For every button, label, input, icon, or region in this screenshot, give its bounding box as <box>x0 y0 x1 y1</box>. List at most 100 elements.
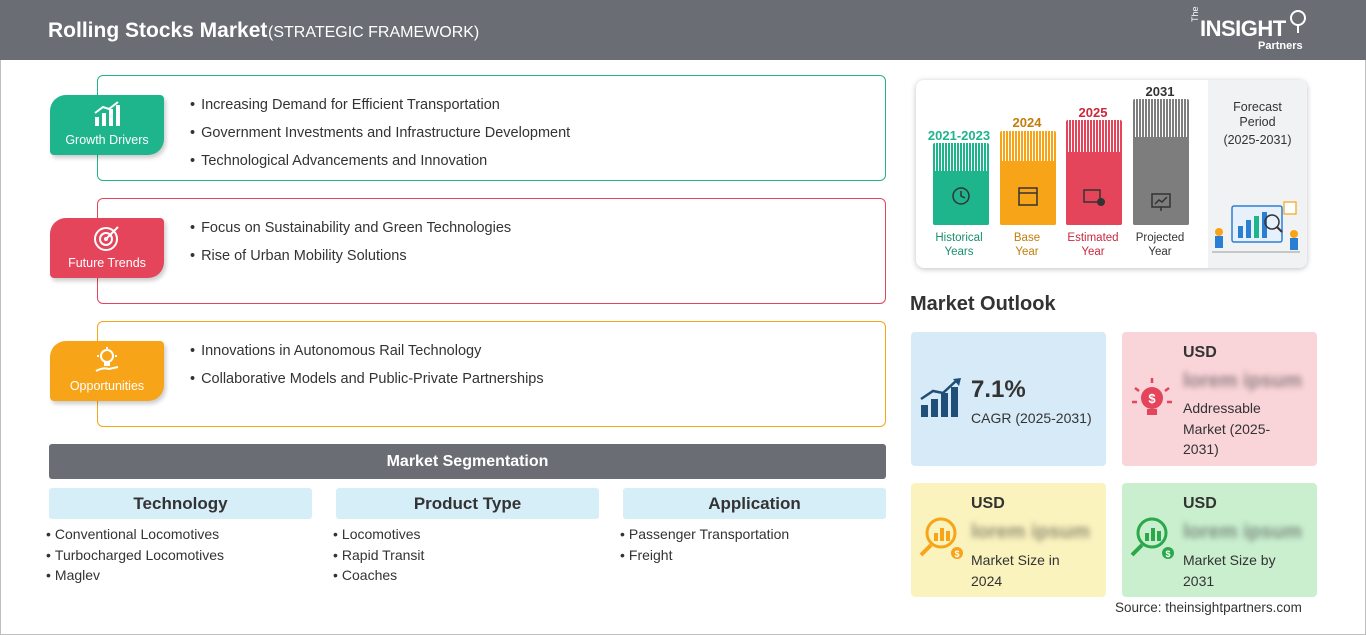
future-trends-badge: Future Trends <box>50 218 164 278</box>
addressable-label-line: Market (2025- <box>1183 420 1271 437</box>
lightbulb-hand-icon <box>95 347 119 372</box>
svg-text:$: $ <box>954 549 959 559</box>
period-caption-line: Estimated <box>1067 232 1119 244</box>
addressable-label: Addressable Market (2025- 2031) <box>1183 398 1270 460</box>
period-bar-base <box>1000 131 1056 225</box>
size-2031-currency: USD <box>1183 495 1217 512</box>
list-item: Freight <box>620 546 789 567</box>
addressable-market-card: $ USD lorem ipsum Addressable Market (20… <box>1122 332 1317 466</box>
logo-the-text: The <box>1190 6 1200 22</box>
forecast-title-line: Period <box>1239 115 1276 129</box>
cagr-label: CAGR (2025-2031) <box>971 410 1092 426</box>
list-item: Increasing Demand for Efficient Transpor… <box>190 96 570 124</box>
cagr-card: 7.1% CAGR (2025-2031) <box>911 332 1106 466</box>
segment-heading-product-type: Product Type <box>336 488 599 519</box>
market-size-2031-card: $ USD lorem ipsum Market Size by 2031 <box>1122 483 1317 597</box>
logo-partners-text: Partners <box>1258 40 1303 52</box>
insight-partners-logo[interactable]: The INSIGHT Partners <box>1188 6 1318 54</box>
segment-heading-technology: Technology <box>49 488 312 519</box>
list-item: Focus on Sustainability and Green Techno… <box>190 219 511 247</box>
list-item: Passenger Transportation <box>620 525 789 546</box>
period-caption-line: Year <box>1148 246 1172 258</box>
size-2031-label-line: 2031 <box>1183 572 1215 589</box>
segment-list-technology: Conventional Locomotives Turbocharged Lo… <box>46 525 224 587</box>
money-bulb-icon: $ <box>1132 378 1172 415</box>
cagr-value: 7.1% <box>971 376 1026 403</box>
opportunities-box: Innovations in Autonomous Rail Technolog… <box>97 321 886 427</box>
period-year-base: 2024 <box>1012 115 1042 130</box>
period-caption-line: Historical <box>935 232 983 244</box>
list-item: Rapid Transit <box>333 546 424 567</box>
future-trends-box: Focus on Sustainability and Green Techno… <box>97 198 886 304</box>
addressable-label-line: Addressable <box>1183 400 1261 416</box>
growth-drivers-label: Growth Drivers <box>65 133 149 147</box>
growth-drivers-box: Increasing Demand for Efficient Transpor… <box>97 75 886 181</box>
list-item: Innovations in Autonomous Rail Technolog… <box>190 342 544 370</box>
opportunities-list: Innovations in Autonomous Rail Technolog… <box>190 342 544 398</box>
segment-list-application: Passenger Transportation Freight <box>620 525 789 566</box>
period-caption-line: Year <box>1081 246 1105 258</box>
addressable-currency: USD <box>1183 344 1217 361</box>
logo-magnifier-icon <box>1290 10 1306 33</box>
period-bar-historical <box>933 143 989 225</box>
period-caption-base: Base Year <box>987 231 1067 259</box>
list-item: Turbocharged Locomotives <box>46 546 224 567</box>
period-caption-projected: Projected Year <box>1120 231 1200 259</box>
list-item: Collaborative Models and Public-Private … <box>190 370 544 398</box>
source-text: Source: theinsightpartners.com <box>1115 600 1302 615</box>
size-2031-label: Market Size by 2031 <box>1183 550 1276 591</box>
period-caption-line: Projected <box>1135 232 1185 244</box>
future-trends-list: Focus on Sustainability and Green Techno… <box>190 219 511 275</box>
estimate-icon <box>1083 189 1105 206</box>
header-bar: Rolling Stocks Market (STRATEGIC FRAMEWO… <box>0 0 1366 60</box>
segmentation-title: Market Segmentation <box>49 444 886 479</box>
logo-insight-text: INSIGHT <box>1200 16 1286 41</box>
opportunities-badge: Opportunities <box>50 341 164 401</box>
period-bar-projected <box>1133 99 1189 225</box>
history-icon <box>952 187 970 205</box>
growth-bars-icon <box>920 378 961 417</box>
size-2024-value: lorem ipsum <box>971 521 1090 543</box>
list-item: Government Investments and Infrastructur… <box>190 124 570 152</box>
forecast-illustration-icon <box>1212 201 1300 253</box>
size-2024-label-line: 2024 <box>971 572 1003 589</box>
segment-list-product-type: Locomotives Rapid Transit Coaches <box>333 525 424 587</box>
period-year-estimated: 2025 <box>1078 105 1108 120</box>
size-2024-label: Market Size in 2024 <box>971 550 1060 591</box>
svg-text:$: $ <box>1165 549 1170 559</box>
period-caption-estimated: Estimated Year <box>1053 231 1133 259</box>
future-trends-label: Future Trends <box>68 256 146 270</box>
period-bar-estimated <box>1066 120 1122 225</box>
period-caption-line: Base <box>1013 232 1041 244</box>
market-outlook-title: Market Outlook <box>910 293 1056 315</box>
opportunities-label: Opportunities <box>69 379 145 393</box>
size-2031-label-line: Market Size by <box>1183 552 1276 568</box>
svg-text:$: $ <box>1148 391 1156 406</box>
period-caption-line: Years <box>944 246 974 258</box>
growth-drivers-badge: Growth Drivers <box>50 95 164 155</box>
market-size-2024-card: $ USD lorem ipsum Market Size in 2024 <box>911 483 1106 597</box>
forecast-range: (2025-2031) <box>1223 133 1292 147</box>
forecast-title: Forecast Period <box>1208 100 1307 130</box>
list-item: Rise of Urban Mobility Solutions <box>190 247 511 275</box>
segment-heading-application: Application <box>623 488 886 519</box>
list-item: Conventional Locomotives <box>46 525 224 546</box>
period-year-projected: 2031 <box>1145 84 1175 99</box>
projection-icon <box>1151 193 1171 211</box>
growth-drivers-list: Increasing Demand for Efficient Transpor… <box>190 96 570 180</box>
addressable-label-line: 2031) <box>1183 441 1219 457</box>
growth-chart-icon <box>94 101 120 126</box>
size-2024-currency: USD <box>971 495 1005 512</box>
size-2024-label-line: Market Size in <box>971 552 1060 568</box>
target-icon <box>94 226 119 251</box>
list-item: Coaches <box>333 566 424 587</box>
money-magnifier-icon: $ <box>919 517 963 559</box>
timeline-card: 2021-2023 Historical Years 2024 Base Yea… <box>916 80 1307 268</box>
period-year-historical: 2021-2023 <box>927 128 991 143</box>
period-caption-historical: Historical Years <box>919 231 999 259</box>
forecast-title-line: Forecast <box>1233 100 1282 114</box>
money-magnifier-icon: $ <box>1130 517 1174 559</box>
addressable-value: lorem ipsum <box>1183 370 1302 392</box>
period-caption-line: Year <box>1015 246 1039 258</box>
list-item: Maglev <box>46 566 224 587</box>
